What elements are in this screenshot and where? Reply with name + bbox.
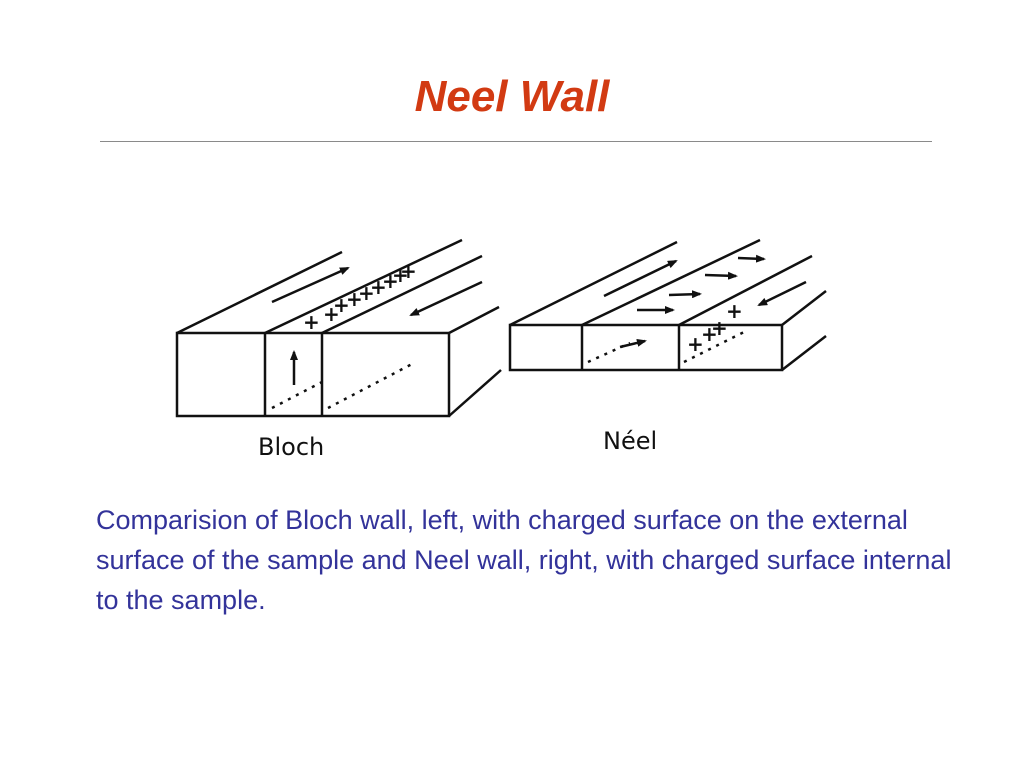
bloch-front-face — [175, 331, 451, 418]
bloch-charge: + — [346, 287, 363, 311]
neel-wall-front-arrow — [619, 338, 647, 349]
neel-charges: + + + + — [687, 299, 743, 356]
neel-charge: + — [726, 299, 743, 323]
bloch-charge: + — [323, 302, 340, 326]
neel-top-right-edge — [781, 290, 827, 326]
bloch-charge: + — [303, 310, 320, 334]
bloch-side-bottom-edge — [448, 369, 502, 417]
bloch-charge: + — [333, 293, 350, 317]
bloch-charge: + — [382, 269, 399, 293]
bloch-charge: + — [370, 275, 387, 299]
neel-wall-arrow — [737, 254, 766, 263]
bloch-block — [175, 238, 502, 418]
bloch-dotted-line-right — [327, 362, 413, 410]
neel-domain-arrow-left — [603, 259, 678, 298]
neel-block — [508, 238, 827, 372]
bloch-charges: + + + + + + + + + — [303, 259, 417, 334]
slide-title: Neel Wall — [414, 72, 610, 121]
bloch-top-back-edge — [176, 250, 343, 335]
neel-top-wall-edge-right — [678, 254, 813, 327]
neel-front-face — [508, 323, 784, 372]
bloch-charge: + — [358, 281, 375, 305]
neel-top-back-edge — [509, 240, 678, 327]
neel-charge: + — [701, 322, 718, 346]
neel-domain-arrow-right — [757, 280, 807, 307]
neel-wall-arrow — [668, 290, 702, 299]
neel-dotted-line-right — [683, 328, 749, 364]
bloch-top-wall-edge-right — [321, 254, 483, 335]
bloch-charge: + — [392, 263, 409, 287]
bloch-label: Bloch — [258, 433, 324, 461]
neel-top-wall-edge-left — [581, 238, 761, 327]
neel-label: Néel — [603, 427, 657, 455]
bloch-domain-arrow-left — [271, 266, 350, 304]
bloch-charge: + — [400, 259, 417, 283]
neel-charge: + — [687, 332, 704, 356]
title-divider — [100, 141, 932, 142]
bloch-domain-arrow-right — [409, 280, 483, 317]
bloch-top-wall-edge-left — [264, 238, 463, 335]
bloch-top-right-edge — [448, 305, 500, 335]
neel-side-bottom-edge — [781, 335, 827, 371]
slide-caption: Comparision of Bloch wall, left, with ch… — [96, 505, 952, 615]
bloch-dotted-line-left — [271, 380, 323, 410]
neel-charge: + — [711, 316, 728, 340]
neel-wall-arrow — [704, 271, 738, 280]
